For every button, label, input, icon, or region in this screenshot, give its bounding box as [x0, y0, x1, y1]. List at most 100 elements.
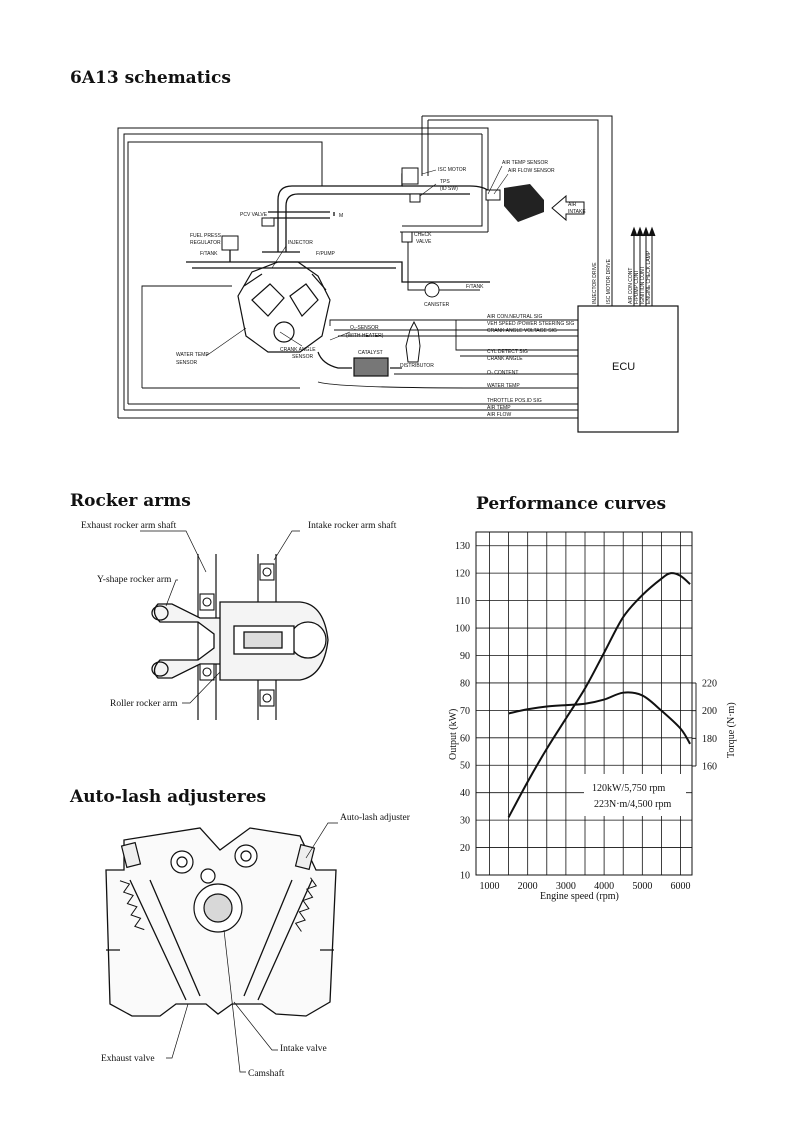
signal-label: CRANK ANGLE [487, 356, 523, 362]
canister-line [407, 242, 480, 291]
x-axis-label: Engine speed (rpm) [540, 891, 619, 902]
signal-label: AIR TEMP [487, 405, 511, 411]
regulator-label: REGULATOR [190, 240, 221, 246]
schematic-frame [117, 115, 613, 418]
y-tick-label: 90 [460, 651, 470, 662]
chart-annotations: 120kW/5,750 rpm 223N·m/4,500 rpm [584, 774, 686, 816]
y2-tick-label: 160 [702, 762, 717, 773]
autolash-leaders [166, 822, 338, 1073]
sensor-leaders [205, 165, 509, 357]
exhaust-valve-label: Exhaust valve [101, 1054, 155, 1064]
x-tick-label: 3000 [556, 881, 576, 892]
chart-grid [475, 531, 693, 876]
canister-label: CANISTER [424, 302, 450, 308]
autolash-diagram: Auto-lash adjuster Exhaust valve Intake … [101, 813, 411, 1079]
shaft-bolts [199, 563, 275, 707]
engine-block [237, 261, 331, 353]
autolash-title: Auto-lash adjusteres [70, 787, 267, 807]
x-tick-label: 2000 [518, 881, 538, 892]
distributor-label: DISTRIBUTOR [400, 363, 434, 369]
x-tick-label: 1000 [479, 881, 499, 892]
y-tick-label: 100 [455, 624, 470, 635]
tps [409, 193, 421, 203]
air-temp-sensor-label: AIR TEMP SENSOR [502, 160, 548, 166]
check-valve [401, 231, 413, 243]
f-pump-cont-label: F/PUMP CONT [634, 270, 640, 304]
rocker-arms-diagram: Exhaust rocker arm shaft Intake rocker a… [81, 520, 397, 720]
signal-label: VEH SPEED /POWER STEERING SIG [487, 321, 574, 327]
signal-label: CYL DETECT SIG [487, 349, 528, 355]
pcv-valve [261, 217, 275, 227]
catalyst-label: CATALYST [358, 350, 383, 356]
rocker-leaders [140, 530, 300, 704]
exhaust-and-catalyst [317, 351, 402, 377]
x-tick-label: 4000 [594, 881, 614, 892]
y-tick-label: 110 [455, 596, 470, 607]
vertical-output-labels: INJECTOR DRIVE ISC MOTOR DRIVE AIR CON C… [592, 250, 652, 304]
signal-label: O₂ CONTENT [487, 370, 518, 376]
with-heater-label: (WITH HEATER) [346, 333, 384, 339]
signal-lines [118, 285, 578, 419]
m-label: M [339, 213, 343, 219]
intake-label: INTAKE [568, 209, 586, 215]
fuel-pressure-regulator [221, 235, 239, 251]
tps-label: TPS [440, 179, 450, 185]
distributor [405, 320, 421, 363]
annotation-torque: 223N·m/4,500 rpm [594, 799, 671, 810]
y-shape-label: Y-shape rocker arm [97, 575, 172, 585]
catalyst [353, 357, 389, 377]
intake-valve-label: Intake valve [280, 1044, 327, 1054]
autolash-labels: Auto-lash adjuster Exhaust valve Intake … [101, 813, 411, 1079]
air-con-cont-label: AIR CON CONT [628, 268, 634, 304]
isc-motor-drive-label: ISC MOTOR DRIVE [606, 258, 612, 304]
signal-label: AIR FLOW [487, 412, 511, 418]
y-tick-label: 60 [460, 733, 470, 744]
ecu-label: ECU [612, 361, 635, 373]
roller-label: Roller rocker arm [110, 699, 178, 709]
torque-curve [508, 691, 691, 745]
y-axis-label: Output (kW) [448, 709, 459, 760]
check-label: CHECK [414, 232, 432, 238]
x-tick-label: 5000 [632, 881, 652, 892]
air-flow-meter [485, 189, 501, 201]
fuel-press-label: FUEL PRESS [190, 233, 222, 239]
schematic-labels: ISC MOTOR AIR TEMP SENSOR AIR FLOW SENSO… [176, 160, 586, 369]
y-tick-label: 50 [460, 761, 470, 772]
water-temp-sensor-label: SENSOR [176, 360, 198, 366]
y-tick-label: 20 [460, 843, 470, 854]
y2-tick-label: 220 [702, 679, 717, 690]
signal-label: AIR CON.NEUTRAL SIG [487, 314, 542, 320]
isc-motor-label: ISC MOTOR [438, 167, 467, 173]
air-intake-assembly [221, 167, 585, 251]
crank-angle-sensor-label: SENSOR [292, 354, 314, 360]
air-cleaner [504, 184, 544, 222]
autolash-adjuster-label: Auto-lash adjuster [340, 813, 411, 823]
output-curve [507, 572, 691, 818]
roller-rocker-arm [219, 601, 329, 681]
signal-label: THROTTLE POS.ID SIG [487, 398, 542, 404]
x-tick-label: 6000 [671, 881, 691, 892]
performance-title: Performance curves [476, 494, 667, 514]
f-tank-canister-label: F/TANK [466, 284, 484, 290]
y-tick-label: 40 [460, 788, 470, 799]
water-temp-label: WATER TEMP [176, 352, 209, 358]
engine-schematic: ECU ISC MOTOR AIR TEMP SENSOR AIR FLOW S… [117, 115, 679, 433]
output-arrows [630, 226, 656, 306]
y2-axis-label: Torque (N·m) [726, 702, 737, 758]
air-intake-arrow [551, 194, 585, 222]
f-tank-label: F/TANK [200, 251, 218, 257]
injector-drive-label: INJECTOR DRIVE [592, 262, 598, 304]
y-tick-label: 130 [455, 541, 470, 552]
annotation-power: 120kW/5,750 rpm [592, 783, 666, 794]
signal-label: CRANK ANGLE VOLTAGE SIG [487, 328, 557, 334]
f-pump-label: F/PUMP [316, 251, 336, 257]
ignition-cont-label: IGNITION CONT [640, 266, 646, 304]
rocker-labels: Exhaust rocker arm shaft Intake rocker a… [81, 520, 397, 709]
y2-tick-label: 200 [702, 706, 717, 717]
camshaft-label: Camshaft [248, 1068, 285, 1079]
camshafts-and-lifters [120, 841, 316, 933]
y-tick-label: 120 [455, 569, 470, 580]
exhaust-shaft-label: Exhaust rocker arm shaft [81, 520, 177, 531]
